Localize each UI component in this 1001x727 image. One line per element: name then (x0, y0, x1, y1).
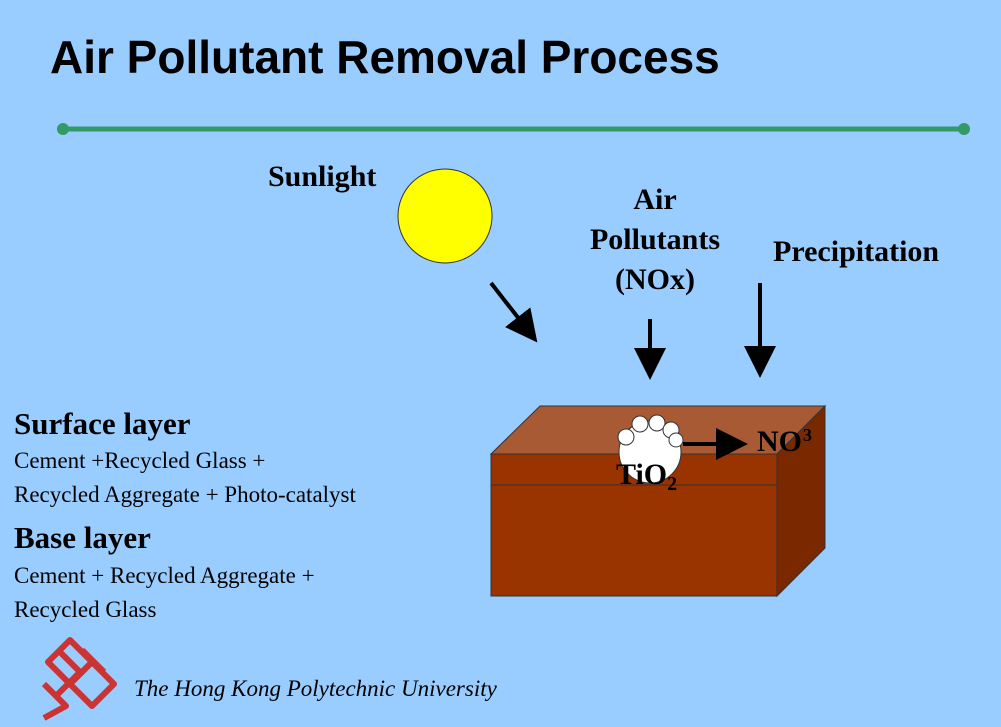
nitrate-main: NO (757, 425, 802, 458)
surface-layer-line: Cement +Recycled Glass + (14, 448, 266, 473)
precipitation-label: Precipitation (773, 235, 940, 268)
air-pollutants-line: Pollutants (589, 223, 721, 256)
base-layer-line: Cement + Recycled Aggregate + (14, 563, 315, 588)
sunlight-label: Sunlight (268, 160, 377, 193)
tio2-label: TiO2 (616, 458, 677, 496)
air-pollutants-line: Air (633, 183, 677, 216)
base-layer-title: Base layer (14, 520, 151, 555)
tio2-main: TiO (616, 458, 668, 491)
surface-layer-title: Surface layer (14, 406, 191, 441)
tio2-particle-icon (617, 414, 684, 484)
surface-layer-line: Recycled Aggregate + Photo-catalyst (14, 482, 356, 507)
base-layer-description: Cement + Recycled Aggregate + Recycled G… (14, 559, 315, 627)
title-divider (57, 123, 970, 135)
air-pollutants-label: Air Pollutants (NOx) (570, 180, 740, 300)
university-name: The Hong Kong Polytechnic University (134, 676, 497, 701)
surface-layer-description: Cement +Recycled Glass + Recycled Aggreg… (14, 444, 356, 512)
base-layer-line: Recycled Glass (14, 597, 157, 622)
tio2-subscript: 2 (667, 473, 678, 495)
nitrate-label: NO3 (757, 425, 812, 459)
air-pollutants-line: (NOx) (615, 263, 695, 296)
block-base-layer (490, 484, 778, 597)
sun-icon (397, 168, 493, 264)
sunlight-arrow (489, 281, 538, 343)
slide-title: Air Pollutant Removal Process (50, 31, 720, 83)
university-logo (41, 637, 117, 721)
nitrate-superscript: 3 (803, 425, 812, 445)
